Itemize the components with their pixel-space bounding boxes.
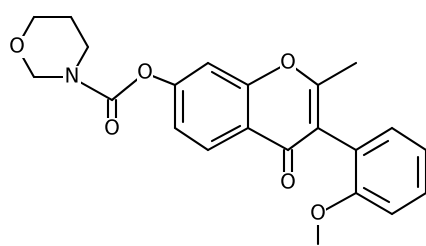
- bond-chromone-b5: [246, 126, 290, 152]
- bond-methyl: [316, 61, 358, 87]
- ring-oxygen-label: O: [280, 50, 296, 74]
- bond-chromone-a-inner-2: [210, 70, 242, 90]
- bond-aryl-6: [354, 126, 394, 152]
- bond-to-aryl: [316, 126, 358, 152]
- bond-chromone-a4: [206, 126, 250, 152]
- bond-chromone-a2: [206, 61, 250, 87]
- ketone-oxygen-label: O: [280, 170, 296, 194]
- bond-chromone-a-inner-3: [210, 124, 242, 143]
- carbonyl-oxygen-label: O: [104, 116, 120, 140]
- ester-oxygen-label: O: [137, 60, 153, 84]
- morpholine-nitrogen-label: N: [65, 64, 80, 88]
- bond-aryl-5: [390, 126, 426, 152]
- morpholine-oxygen-label: O: [9, 34, 25, 58]
- atom-labels: O N O O O O O: [9, 34, 326, 225]
- bond-aryl-2: [354, 191, 394, 216]
- bond-chromone-a1: [173, 61, 210, 87]
- bond-chromone-a5: [173, 126, 210, 152]
- bond-aryl-3: [390, 191, 426, 216]
- bonds: [15, 15, 426, 246]
- bond-morpholine-2: [69, 15, 90, 49]
- methoxy-oxygen-label: O: [310, 201, 326, 225]
- bond-chromone-b4: [286, 126, 320, 152]
- bond-aryl-inner-1: [362, 139, 390, 157]
- bond-aryl-inner-2: [362, 186, 391, 204]
